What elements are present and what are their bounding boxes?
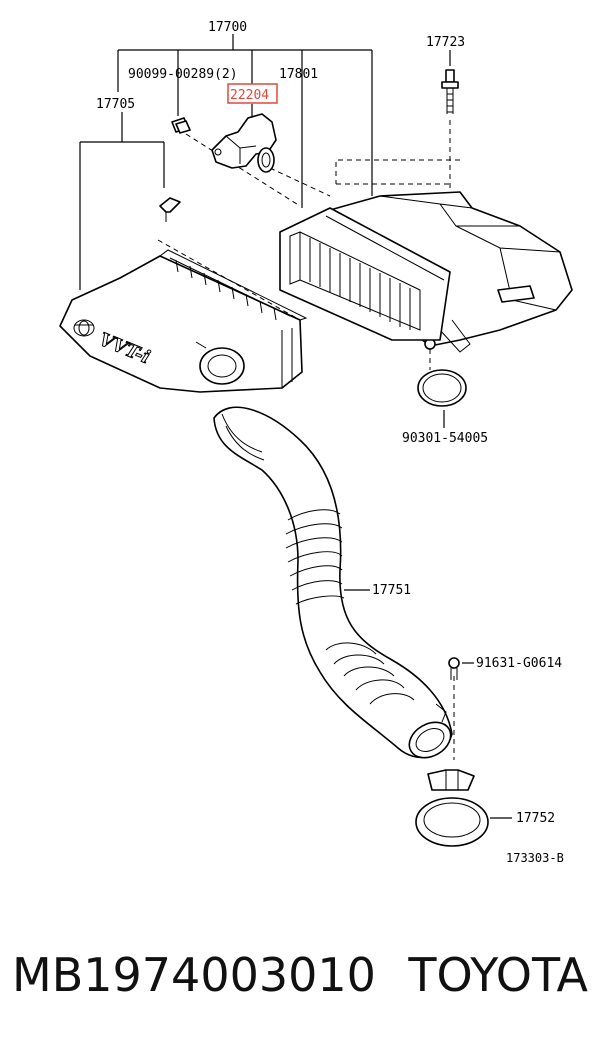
callout-17801: 17801	[279, 67, 318, 82]
callout-91631-G0614: 91631-G0614	[476, 656, 562, 671]
hose-clamp-17752	[415, 769, 489, 847]
callout-17751: 17751	[372, 583, 411, 598]
intake-hose-17751	[213, 406, 453, 759]
brand-name: TOYOTA	[408, 948, 588, 1002]
highlight-box	[227, 83, 278, 104]
filter-element-17801	[279, 207, 451, 341]
air-flow-meter-22204	[211, 113, 277, 173]
callout-90301-54005: 90301-54005	[402, 431, 488, 446]
screw-91631	[448, 657, 460, 680]
o-ring-90301	[417, 369, 467, 407]
parts-diagram: VVT-i 17700 90099-00289(2) 17801 17705 2…	[59, 20, 573, 865]
callout-17705: 17705	[96, 97, 135, 112]
callout-17700: 17700	[208, 20, 247, 35]
clip	[159, 197, 181, 222]
air-cleaner-cover: VVT-i	[59, 249, 308, 393]
callout-labels: 17700 90099-00289(2) 17801 17705 22204 1…	[96, 20, 564, 865]
callout-17723: 17723	[426, 35, 465, 50]
part-number: MB1974003010	[12, 948, 376, 1002]
screw-17723	[441, 69, 459, 114]
bolt-90099	[171, 117, 191, 134]
caption-bar: MB1974003010 TOYOTA	[0, 940, 600, 1010]
callout-17752: 17752	[516, 811, 555, 826]
callout-22204: 22204	[230, 88, 269, 103]
leader-lines	[79, 34, 512, 819]
callout-90099-00289: 90099-00289(2)	[128, 67, 238, 82]
diagram-reference: 173303-B	[506, 851, 564, 865]
